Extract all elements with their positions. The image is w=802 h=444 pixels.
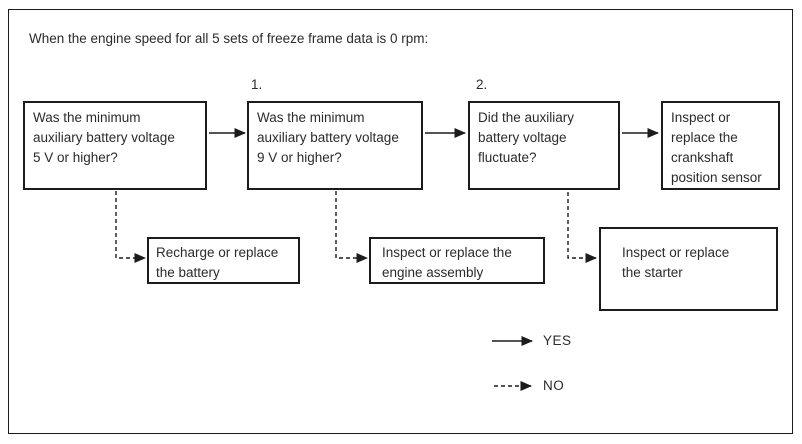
node-action-engine: Inspect or replace the engine assembly	[369, 237, 545, 284]
node-question-fluctuate: Did the auxiliary battery voltage fluctu…	[468, 101, 620, 190]
node-action-crankshaft: Inspect or replace the crankshaft positi…	[661, 101, 780, 190]
no-arrow-q1-to-battery	[115, 191, 146, 263]
node-action-starter: Inspect or replace the starter	[599, 227, 778, 311]
no-arrow-q3-to-starter	[567, 192, 597, 263]
step-label-2: 2.	[476, 77, 488, 92]
legend-no-label: NO	[543, 378, 565, 393]
no-arrow-q2-to-engine	[335, 191, 368, 263]
node-question-battery-9v: Was the minimum auxiliary battery voltag…	[247, 101, 423, 190]
node-action-battery: Recharge or replace the battery	[147, 237, 300, 284]
step-label-1: 1.	[251, 77, 263, 92]
diagram-border	[8, 9, 793, 434]
node-question-battery-5v: Was the minimum auxiliary battery voltag…	[23, 101, 207, 190]
diagram-title: When the engine speed for all 5 sets of …	[29, 31, 429, 46]
legend-yes-label: YES	[543, 333, 572, 348]
